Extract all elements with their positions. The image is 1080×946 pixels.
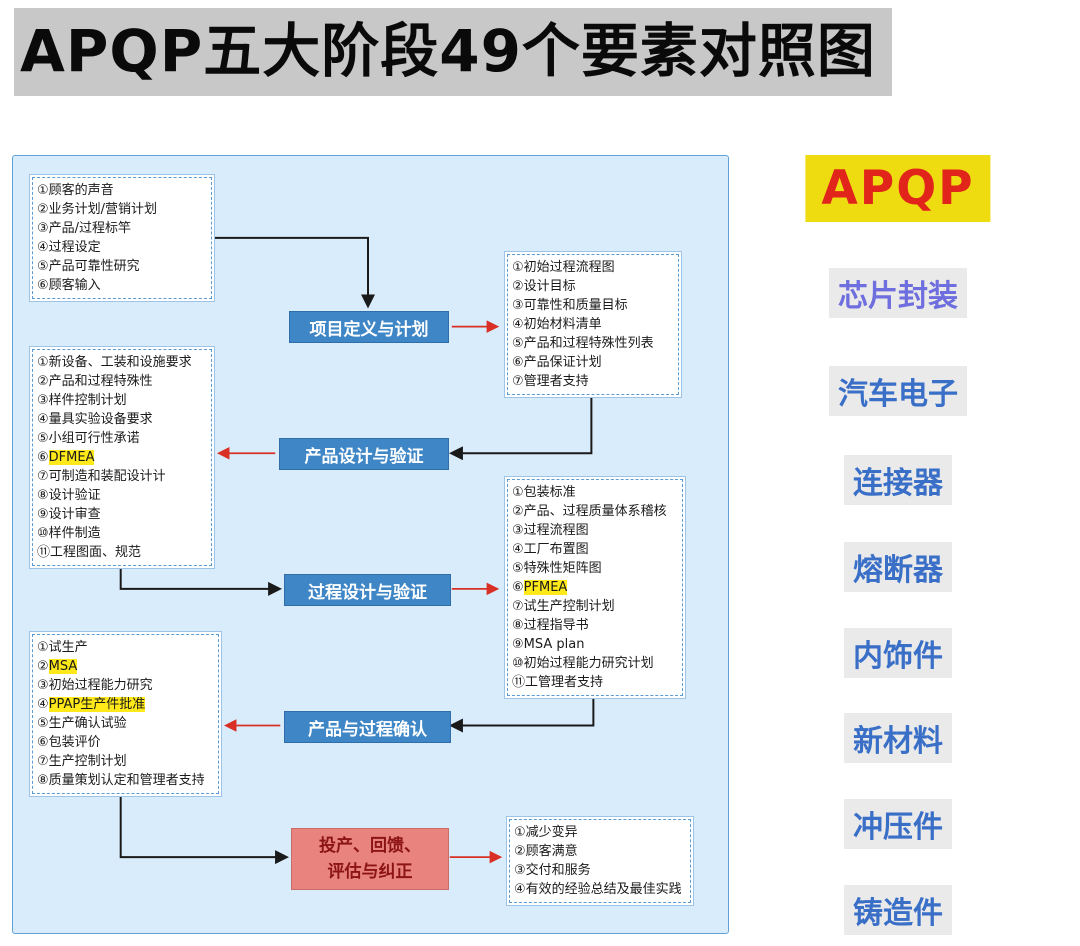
phase5-outputs-box: ①减少变异 ②顾客满意 ③交付和服务 ④有效的经验总结及最佳实践 [506,816,694,906]
phase1-outputs-box: ①初始过程流程图 ②设计目标 ③可靠性和质量目标 ④初始材料清单 ⑤产品和过程特… [504,251,682,398]
list-item: ⑪工程图面、规范 [37,545,142,560]
phase3-outputs-box: ①包装标准 ②产品、过程质量体系稽核 ③过程流程图 ④工厂布置图 ⑤特殊性矩阵图… [504,476,686,699]
sidebar: APQP 芯片封装 汽车电子 连接器 熔断器 内饰件 新材料 冲压件 铸造件 [805,0,991,946]
phase-label-process-design: 过程设计与验证 [284,574,451,606]
highlighted-term: PPAP生产件批准 [48,697,146,712]
list-item-prefix: ⑥ [512,580,524,595]
highlighted-term: DFMEA [48,450,95,465]
arrow-inputs3-to-phase5 [119,795,290,865]
list-item: ⑥包装评价 [37,735,101,750]
list-item: ①顾客的声音 [37,183,114,198]
phase4-inputs-box: ①试生产 ②MSA ③初始过程能力研究 ④PPAP生产件批准 ⑤生产确认试验 ⑥… [29,631,222,797]
phase-label-project-definition: 项目定义与计划 [289,311,449,343]
phase-label-product-process-validation: 产品与过程确认 [284,711,451,743]
sidebar-tag-stamping-parts: 冲压件 [844,799,952,849]
list-item: ⑤小组可行性承诺 [37,431,140,446]
sidebar-tag-interior-parts: 内饰件 [844,628,952,678]
page-title: APQP五大阶段49个要素对照图 [14,8,892,96]
list-item: ③样件控制计划 [37,393,127,408]
list-item: ⑥产品保证计划 [512,355,602,370]
list-item: ①新设备、工装和设施要求 [37,355,192,370]
list-item: ⑤产品可靠性研究 [37,259,140,274]
list-item: ③过程流程图 [512,523,589,538]
sidebar-tag-fuses: 熔断器 [844,542,952,592]
sidebar-tag-automotive-electronics: 汽车电子 [829,366,967,416]
phase2-inputs-box: ①新设备、工装和设施要求 ②产品和过程特殊性 ③样件控制计划 ④量具实验设备要求… [29,346,215,569]
list-item: ③交付和服务 [514,863,591,878]
list-item: ②顾客满意 [514,844,578,859]
phase-label-line2: 评估与纠正 [327,862,413,882]
list-item: ②产品、过程质量体系稽核 [512,504,667,519]
list-item: ①包装标准 [512,485,576,500]
list-item: ④初始材料清单 [512,317,602,332]
arrow-outputs2-to-phase4 [448,697,595,733]
list-item-prefix: ② [37,659,49,674]
arrow-inputs1-to-phase1 [214,236,375,309]
list-item: ⑪工管理者支持 [512,675,604,690]
flowchart-panel: ①顾客的声音 ②业务计划/营销计划 ③产品/过程标竿 ④过程设定 ⑤产品可靠性研… [12,155,729,934]
phase-label-line1: 投产、回馈、 [319,835,421,856]
highlighted-term: MSA [48,659,78,674]
list-item: ⑧过程指导书 [512,618,589,633]
phase-label-product-design: 产品设计与验证 [279,438,449,470]
list-item: ⑤特殊性矩阵图 [512,561,602,576]
sidebar-tag-apqp: APQP [805,155,991,223]
phase1-inputs-box: ①顾客的声音 ②业务计划/营销计划 ③产品/过程标竿 ④过程设定 ⑤产品可靠性研… [29,174,215,302]
list-item: ⑦生产控制计划 [37,754,127,769]
list-item: ⑩初始过程能力研究计划 [512,656,654,671]
highlighted-term: PFMEA [523,580,568,595]
list-item: ④过程设定 [37,240,101,255]
list-item: ③初始过程能力研究 [37,678,153,693]
list-item: ④工厂布置图 [512,542,589,557]
list-item: ①减少变异 [514,825,578,840]
arrow-inputs2-to-phase3 [119,567,283,596]
list-item: ⑨设计审查 [37,507,101,522]
list-item-prefix: ④ [37,697,49,712]
list-item: ②产品和过程特殊性 [37,374,153,389]
list-item: ④有效的经验总结及最佳实践 [514,882,682,897]
arrow-outputs1-to-phase2 [448,397,593,461]
list-item: ⑦可制造和装配设计计 [37,469,166,484]
phase-label-launch-feedback: 投产、回馈、 评估与纠正 [291,828,449,890]
list-item: ⑨MSA plan [512,637,585,652]
list-item: ⑧设计验证 [37,488,101,503]
sidebar-tag-chip-packaging: 芯片封装 [829,268,967,318]
list-item-prefix: ⑥ [37,450,49,465]
list-item: ⑦试生产控制计划 [512,599,615,614]
list-item: ⑥顾客输入 [37,278,101,293]
list-item: ⑤生产确认试验 [37,716,127,731]
list-item: ④PPAP生产件批准 [37,695,214,714]
list-item: ②业务计划/营销计划 [37,202,158,217]
list-item: ⑥PFMEA [512,578,678,597]
sidebar-tag-new-materials: 新材料 [844,713,952,763]
list-item: ⑦管理者支持 [512,374,589,389]
list-item: ⑤产品和过程特殊性列表 [512,336,654,351]
list-item: ②设计目标 [512,279,576,294]
list-item: ①试生产 [37,640,88,655]
list-item: ⑩样件制造 [37,526,101,541]
list-item: ②MSA [37,657,214,676]
list-item: ④量具实验设备要求 [37,412,153,427]
list-item: ①初始过程流程图 [512,260,615,275]
sidebar-tag-casting-parts: 铸造件 [844,885,952,935]
list-item: ③产品/过程标竿 [37,221,132,236]
sidebar-tag-connectors: 连接器 [844,455,952,505]
list-item: ⑥DFMEA [37,448,207,467]
list-item: ⑧质量策划认定和管理者支持 [37,773,205,788]
list-item: ③可靠性和质量目标 [512,298,628,313]
